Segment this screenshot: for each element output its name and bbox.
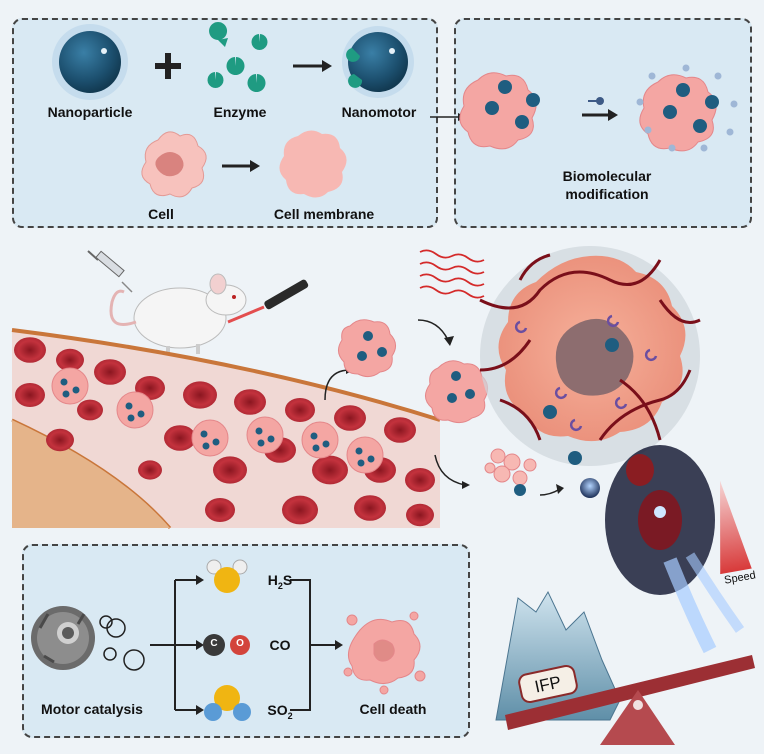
red-blood-cell xyxy=(234,389,266,415)
vessel-nanomotor xyxy=(301,421,339,459)
cell-membrane-label: Cell membrane xyxy=(273,206,375,222)
modification-label-line2: modification xyxy=(565,186,649,202)
vessel-nanomotors xyxy=(51,367,384,474)
bubble-icons xyxy=(99,615,145,671)
vessel-nanomotor xyxy=(191,419,229,457)
nanoparticle-dot xyxy=(62,390,70,398)
h2s-label: H2S xyxy=(260,572,300,591)
nanoparticle-dot xyxy=(322,440,330,448)
fragmented-nanomotor xyxy=(484,448,537,496)
red-blood-cell xyxy=(164,425,196,451)
vessel-nanomotor xyxy=(116,391,154,429)
red-blood-cell xyxy=(406,503,434,527)
vessel-nanomotor xyxy=(246,416,284,454)
red-blood-cell xyxy=(213,456,247,484)
ligand-icon xyxy=(588,97,604,105)
co-label: CO xyxy=(269,637,291,653)
cell-death-label: Cell death xyxy=(359,701,427,717)
cell-membrane-icon xyxy=(279,130,347,198)
nanoparticle-dot xyxy=(357,459,365,467)
nanoparticle-dot xyxy=(355,447,363,455)
enzyme-label: Enzyme xyxy=(213,104,267,120)
dead-cell-icon xyxy=(343,611,426,695)
nanoparticle-dot xyxy=(72,386,80,394)
h2s-tail: S xyxy=(282,572,293,588)
red-blood-cell xyxy=(384,417,416,443)
modification-label-line1: Biomolecular xyxy=(562,168,652,184)
red-blood-cell xyxy=(354,495,386,521)
nanoparticle-icon xyxy=(52,24,128,100)
nanoparticle-dot xyxy=(200,430,208,438)
modified-nanomotor xyxy=(636,64,738,152)
nanoparticle-dot xyxy=(255,427,263,435)
co-atom-c: C xyxy=(210,638,218,649)
nanoparticle-label: Nanoparticle xyxy=(47,104,133,120)
nanoparticle-dot xyxy=(125,402,133,410)
syringe-icon xyxy=(87,250,133,293)
arrow-icon xyxy=(582,109,618,121)
nanomotor-label: Nanomotor xyxy=(341,104,417,120)
nir-light-waves xyxy=(419,249,485,299)
flying-hero-figure xyxy=(580,445,745,654)
red-blood-cells xyxy=(14,337,435,527)
red-blood-cell xyxy=(405,468,435,492)
motor-catalysis-label: Motor catalysis xyxy=(41,701,143,717)
speed-indicator xyxy=(720,480,752,575)
vessel-nanomotor xyxy=(346,436,384,474)
laser-pointer-icon xyxy=(227,279,309,324)
so2-subscript: 2 xyxy=(287,710,293,721)
nanoparticle-dot xyxy=(267,435,275,443)
red-blood-cell xyxy=(14,337,46,363)
red-blood-cell xyxy=(205,498,235,522)
h2s-molecule-icon xyxy=(206,559,248,593)
cell-icon xyxy=(141,131,207,198)
so2-text: SO xyxy=(267,702,288,718)
arrow-icon xyxy=(293,60,332,72)
nanomotor-icon xyxy=(342,26,414,98)
so2-label: SO2 xyxy=(260,702,300,721)
mouse-icon xyxy=(109,273,247,356)
nanoparticle-dot xyxy=(212,438,220,446)
enzyme-icon xyxy=(207,22,268,92)
arrow-icon xyxy=(222,160,260,172)
vessel-nanomotor xyxy=(51,367,89,405)
h2s-subscript: 2 xyxy=(277,580,283,591)
nanoparticle-dot xyxy=(202,442,210,450)
red-blood-cell xyxy=(94,359,126,385)
nanoparticle-dot xyxy=(312,444,320,452)
motor-sphere-icon xyxy=(31,606,95,670)
seesaw xyxy=(505,655,755,745)
red-blood-cell xyxy=(334,405,366,431)
co-atom-o: O xyxy=(236,638,244,649)
nanoparticle-dot xyxy=(257,439,265,447)
cell-label: Cell xyxy=(148,206,174,222)
branch-arrowheads xyxy=(196,575,343,715)
tumor xyxy=(479,246,701,466)
nanoparticle-dot xyxy=(310,432,318,440)
nanoparticle-dot xyxy=(60,378,68,386)
floating-nanomotor xyxy=(338,319,396,378)
nanoparticle-dot xyxy=(367,455,375,463)
red-blood-cell xyxy=(312,455,348,485)
red-blood-cell xyxy=(15,383,45,407)
so2-molecule-icon xyxy=(204,685,251,721)
plus-icon xyxy=(155,53,181,79)
red-blood-cell xyxy=(282,495,318,525)
floating-nanomotor xyxy=(425,360,488,424)
red-blood-cell xyxy=(285,398,315,422)
red-blood-cell xyxy=(56,348,84,372)
h2s-text: H xyxy=(267,572,278,588)
red-blood-cell xyxy=(183,381,217,409)
red-blood-cell xyxy=(77,399,103,421)
nanoparticle-dot xyxy=(127,414,135,422)
red-blood-cell xyxy=(138,460,162,480)
red-blood-cell xyxy=(46,428,74,452)
nanoparticle-dot xyxy=(137,410,145,418)
membrane-coated-nanomotor xyxy=(459,72,540,150)
ifp-badge xyxy=(518,664,578,704)
branch-arrows xyxy=(150,579,335,711)
co-molecule-icon xyxy=(203,634,250,656)
